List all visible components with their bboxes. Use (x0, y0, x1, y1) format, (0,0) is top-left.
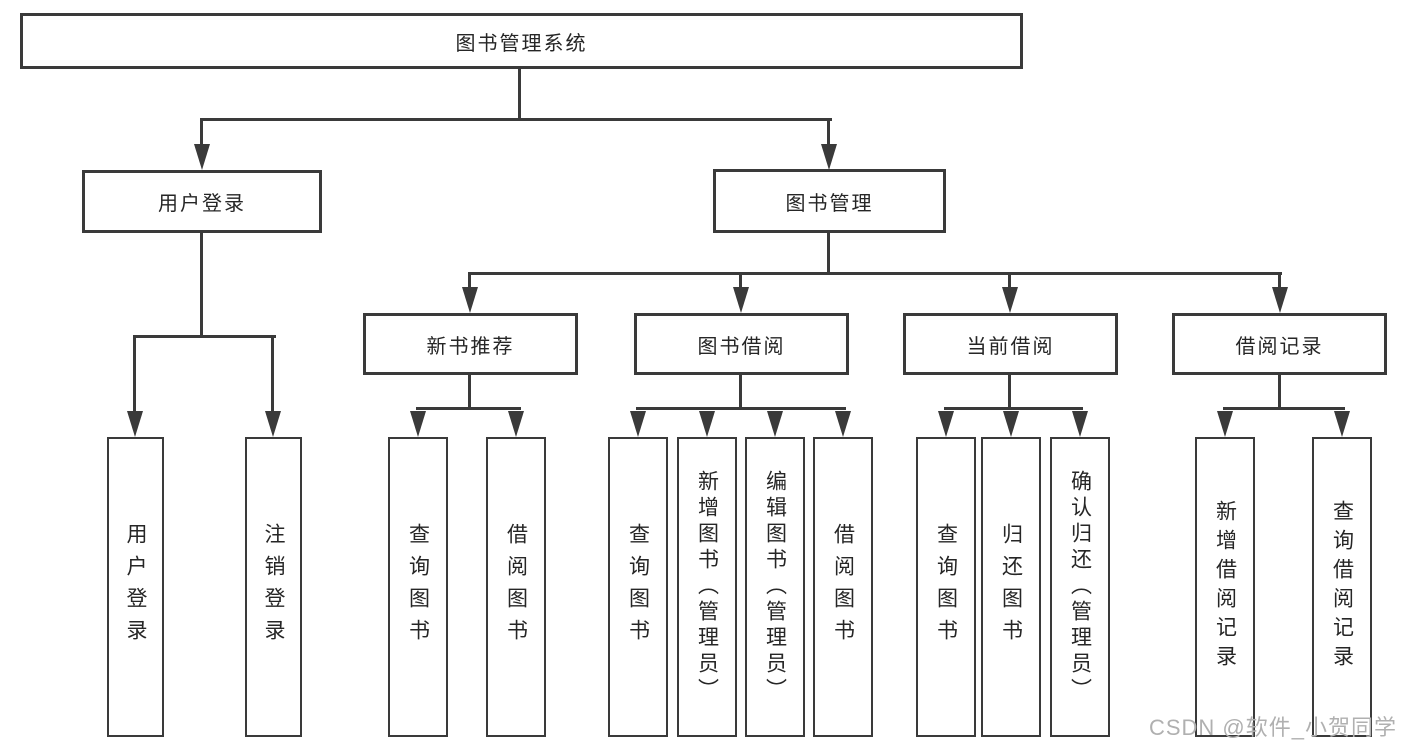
node-label: 图书借阅 (697, 335, 786, 358)
connector-line (636, 407, 846, 410)
leaf-query-books-borrow: 查询图书 (608, 437, 668, 737)
arrow-down-icon (194, 144, 210, 170)
arrow-down-icon (821, 144, 837, 170)
node-current-borrowing: 当前借阅 (903, 313, 1118, 375)
leaf-label: 借阅图书 (504, 523, 528, 651)
leaf-user-login: 用户登录 (107, 437, 164, 737)
connector-line (739, 272, 742, 292)
leaf-label: 注销登录 (262, 523, 285, 651)
leaf-confirm-return-admin: 确认归还（管理员） (1050, 437, 1110, 737)
leaf-query-borrow-record: 查询借阅记录 (1312, 437, 1372, 737)
connector-line (944, 407, 1083, 410)
node-user-login: 用户登录 (82, 170, 322, 233)
connector-line (271, 335, 274, 415)
node-label: 当前借阅 (966, 335, 1055, 358)
leaf-query-books-recommend: 查询图书 (388, 437, 448, 737)
connector-line (739, 373, 742, 410)
connector-line (200, 118, 832, 121)
arrow-down-icon (699, 411, 715, 437)
connector-line (827, 230, 830, 275)
connector-line (1278, 272, 1281, 292)
arrow-down-icon (462, 287, 478, 313)
leaf-label: 编辑图书（管理员） (763, 470, 787, 704)
connector-line (200, 231, 203, 338)
leaf-return-books: 归还图书 (981, 437, 1041, 737)
leaf-borrow-books: 借阅图书 (813, 437, 873, 737)
leaf-query-books-current: 查询图书 (916, 437, 976, 737)
connector-line (468, 272, 471, 292)
connector-line (468, 373, 471, 410)
leaf-label: 用户登录 (124, 523, 147, 651)
arrow-down-icon (733, 287, 749, 313)
arrow-down-icon (835, 411, 851, 437)
arrow-down-icon (630, 411, 646, 437)
connector-line (133, 335, 276, 338)
node-label: 图书管理系统 (455, 32, 588, 55)
arrow-down-icon (1217, 411, 1233, 437)
arrow-down-icon (1002, 287, 1018, 313)
node-label: 新书推荐 (426, 335, 515, 358)
leaf-label: 查询图书 (626, 523, 650, 651)
arrow-down-icon (767, 411, 783, 437)
connector-line (1223, 407, 1345, 410)
leaf-label: 归还图书 (999, 523, 1023, 651)
leaf-label: 查询图书 (934, 523, 958, 651)
connector-line (1278, 373, 1281, 410)
leaf-borrow-books-recommend: 借阅图书 (486, 437, 546, 737)
leaf-label: 查询图书 (406, 523, 430, 651)
csdn-watermark: CSDN @软件_小贺同学 (1148, 715, 1397, 740)
node-label: 借阅记录 (1235, 335, 1324, 358)
leaf-add-borrow-record: 新增借阅记录 (1195, 437, 1255, 737)
arrow-down-icon (938, 411, 954, 437)
node-library-management-system: 图书管理系统 (20, 13, 1023, 69)
connector-line (133, 335, 136, 415)
arrow-down-icon (1003, 411, 1019, 437)
leaf-logout: 注销登录 (245, 437, 302, 737)
leaf-label: 确认归还（管理员） (1068, 470, 1092, 704)
arrow-down-icon (410, 411, 426, 437)
node-borrowing-records: 借阅记录 (1172, 313, 1387, 375)
arrow-down-icon (265, 411, 281, 437)
node-new-book-recommendation: 新书推荐 (363, 313, 578, 375)
connector-line (416, 407, 521, 410)
connector-line (827, 118, 830, 150)
node-book-borrowing: 图书借阅 (634, 313, 849, 375)
leaf-label: 新增图书（管理员） (695, 470, 719, 704)
leaf-add-books-admin: 新增图书（管理员） (677, 437, 737, 737)
leaf-label: 借阅图书 (831, 523, 855, 651)
connector-line (1008, 272, 1011, 292)
arrow-down-icon (127, 411, 143, 437)
arrow-down-icon (508, 411, 524, 437)
node-book-management: 图书管理 (713, 169, 946, 233)
connector-line (518, 66, 521, 121)
arrow-down-icon (1072, 411, 1088, 437)
leaf-label: 新增借阅记录 (1213, 500, 1237, 674)
arrow-down-icon (1334, 411, 1350, 437)
leaf-edit-books-admin: 编辑图书（管理员） (745, 437, 805, 737)
node-label: 图书管理 (785, 192, 874, 215)
connector-line (1008, 373, 1011, 410)
node-label: 用户登录 (158, 193, 246, 215)
connector-line (468, 272, 1282, 275)
leaf-label: 查询借阅记录 (1330, 500, 1354, 674)
connector-line (200, 118, 203, 150)
arrow-down-icon (1272, 287, 1288, 313)
